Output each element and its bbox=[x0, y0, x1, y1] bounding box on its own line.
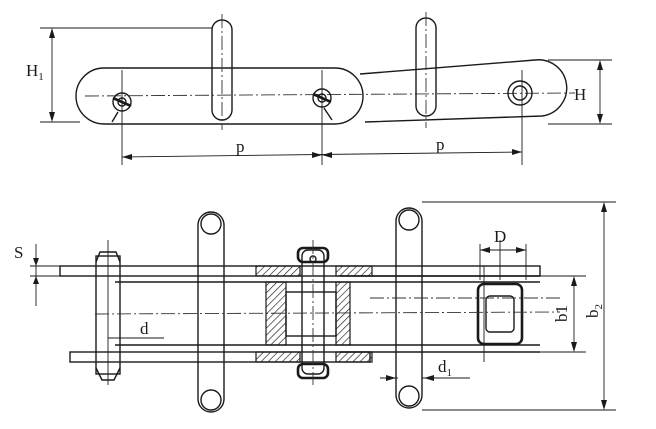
b2-label: b2 bbox=[583, 304, 605, 318]
link-plate-right bbox=[359, 59, 568, 123]
pin-middle bbox=[312, 88, 333, 121]
bottom-bar-left bbox=[197, 211, 225, 413]
pin-left bbox=[111, 92, 132, 123]
s-label: S bbox=[14, 243, 23, 262]
bottom-view: S d D d1 b1 b2 bbox=[14, 201, 616, 413]
bottom-bar-right bbox=[395, 207, 423, 409]
top-view: H1 H p p bbox=[26, 12, 612, 165]
link-plate bbox=[75, 67, 364, 125]
pin-right bbox=[507, 80, 533, 106]
big-d-label: D bbox=[494, 227, 506, 246]
hatch-top-left bbox=[255, 265, 301, 277]
h-label: H bbox=[574, 85, 586, 104]
outer-plate-bottom bbox=[69, 351, 371, 363]
hatch-top-right bbox=[335, 265, 373, 277]
d1-label: d1 bbox=[438, 357, 452, 379]
b1-label: b1 bbox=[552, 305, 571, 322]
d-label: d bbox=[140, 319, 149, 338]
hatch-bush-right bbox=[335, 281, 351, 346]
h1-label: H1 bbox=[26, 61, 44, 83]
p-label-right: p bbox=[436, 135, 445, 154]
p-label-left: p bbox=[236, 137, 245, 156]
roller bbox=[476, 282, 524, 346]
hatch-bottom-right bbox=[335, 351, 373, 363]
hatch-bottom-left bbox=[255, 351, 301, 363]
p-dimension-line bbox=[121, 151, 523, 158]
